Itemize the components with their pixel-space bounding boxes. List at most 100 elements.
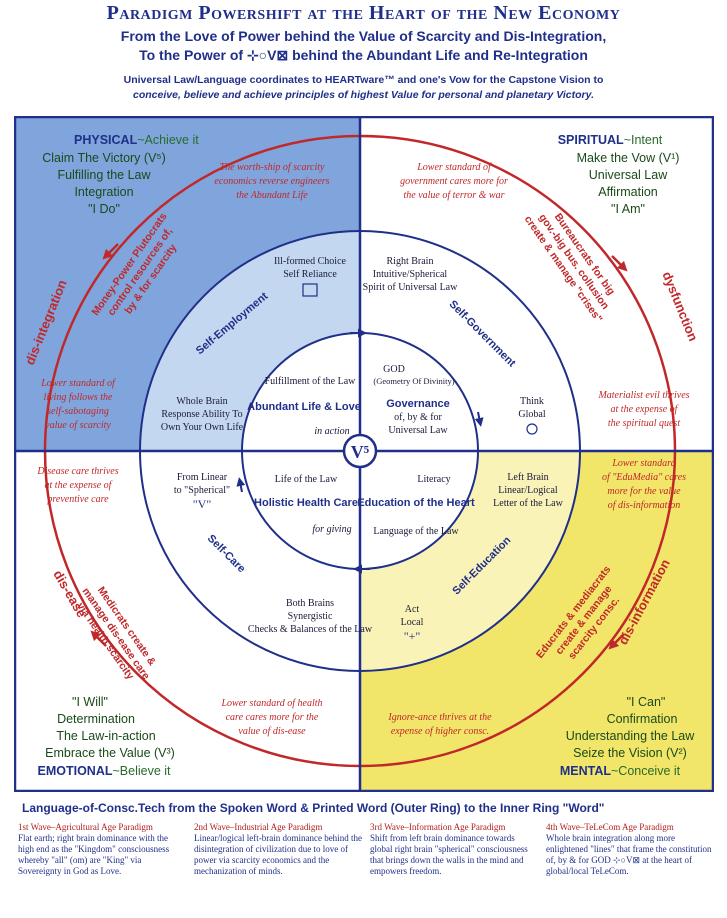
think-global-line-0: Think	[520, 396, 544, 407]
literacy-label: Literacy	[417, 474, 450, 485]
health-care-line-2: value of dis-ease	[238, 726, 306, 737]
wave-2: 2nd Wave–Industrial Age Paradigm Linear/…	[194, 822, 362, 877]
inner-arrow-right	[474, 411, 484, 427]
outer-arrow-sw	[90, 630, 107, 647]
universal-law-line-2: conceive, believe and achieve principles…	[133, 89, 594, 101]
disease-care-line-2: preventive care	[46, 494, 109, 505]
from-linear-symbol: "V"	[193, 497, 212, 511]
mental-line-2: Understanding the Law	[566, 729, 696, 743]
spiritual-heading: SPIRITUAL	[558, 133, 624, 147]
god-label: GOD	[383, 364, 405, 375]
physical-tag: ~Achieve it	[137, 133, 199, 147]
svg-text:EMOTIONAL~Believe it: EMOTIONAL~Believe it	[37, 764, 171, 778]
paradigm-diagram: V⁵ PHYSICAL~Achieve it Claim The Victory…	[14, 116, 714, 792]
spiritual-line-2: Affirmation	[598, 185, 658, 199]
right-brain-line-0: Right Brain	[387, 256, 434, 267]
think-global-line-1: Global	[518, 409, 545, 420]
edumedia-line-1: of "EduMedia" cares	[602, 472, 686, 483]
governance-label: Governance	[386, 398, 450, 410]
svg-text:PHYSICAL~Achieve it: PHYSICAL~Achieve it	[74, 133, 199, 147]
emotional-line-1: Determination	[57, 712, 135, 726]
edumedia-line-3: of dis-information	[608, 500, 681, 511]
center-v5-circle	[342, 433, 378, 469]
wave-3-body: Shift from left brain dominance towards …	[370, 833, 528, 876]
lower-gov-line-1: government cares more for	[400, 176, 508, 187]
materialist-line-0: Materialist evil thrives	[597, 390, 689, 401]
emotional-line-2: The Law-in-action	[56, 729, 155, 743]
ill-formed-line-0: Ill-formed Choice	[274, 256, 346, 267]
left-brain-line-2: Letter of the Law	[493, 498, 563, 509]
spiritual-line-3: "I Am"	[611, 202, 645, 216]
physical-heading: PHYSICAL	[74, 133, 138, 147]
subtitle-line-2: To the Power of ⊹○V⊠ behind the Abundant…	[139, 47, 588, 63]
bottom-title: Language-of-Consc.Tech from the Spoken W…	[22, 801, 605, 815]
health-care-line-1: care cares more for the	[226, 712, 319, 723]
lower-gov-line-0: Lower standard of	[416, 162, 492, 173]
think-global-symbol	[526, 423, 538, 435]
svg-text:MENTAL~Conceive it: MENTAL~Conceive it	[560, 764, 681, 778]
physical-line-2: Integration	[74, 185, 133, 199]
act-local-line-1: Local	[401, 617, 424, 628]
right-brain-line-1: Intuitive/Spherical	[373, 269, 448, 280]
lower-living-line-1: living follows the	[44, 392, 113, 403]
ignore-ance-line-1: expense of higher consc.	[391, 726, 489, 737]
mental-heading: MENTAL	[560, 764, 612, 778]
inner-arrow-left	[236, 477, 246, 493]
outer-arrow-ne	[611, 255, 628, 272]
ill-formed-symbol	[302, 283, 318, 297]
lower-living-line-0: Lower standard of	[40, 378, 116, 389]
ignore-ance-line-0: Ignore-ance thrives at the	[387, 712, 492, 723]
mental-line-0: "I Can"	[627, 695, 666, 709]
spiritual-line-1: Universal Law	[589, 168, 668, 182]
page-title: Paradigm Powershift at the Heart of the …	[106, 2, 621, 24]
edumedia-line-2: more for the value	[607, 486, 681, 497]
lower-living-line-2: self-sabotaging	[47, 406, 109, 417]
disease-care-line-0: Disease care thrives	[36, 466, 118, 477]
wave-4-body: Whole brain integration along more enlig…	[546, 833, 712, 876]
wave-3-title: 3rd Wave–Information Age Paradigm	[370, 822, 506, 832]
svg-text:SPIRITUAL~Intent: SPIRITUAL~Intent	[558, 133, 663, 147]
both-brains-line-1: Synergistic	[288, 611, 333, 622]
emotional-line-0: "I Will"	[72, 695, 108, 709]
from-linear-line-0: From Linear	[177, 472, 228, 483]
fulfillment-label: Fulfillment of the Law	[265, 376, 357, 387]
abundant-in-action: in action	[314, 426, 349, 437]
act-local-line-0: Act	[405, 604, 420, 615]
edumedia-line-0: Lower standard	[611, 458, 676, 469]
materialist-line-1: at the expense of	[611, 404, 679, 415]
god-sub-label: (Geometry Of Divinity)	[373, 376, 454, 386]
ill-formed-line-1: Self Reliance	[283, 269, 337, 280]
whole-brain-line-1: Response Ability To	[161, 409, 242, 420]
health-care-line-0: Lower standard of health	[220, 698, 322, 709]
materialist-line-2: the spiritual quest	[608, 418, 680, 429]
emotional-tag: ~Believe it	[112, 764, 171, 778]
right-brain-line-2: Spirit of Universal Law	[363, 282, 458, 293]
wave-4-title: 4th Wave–TeLeCom Age Paradigm	[546, 822, 674, 832]
worth-ship-line-2: the Abundant Life	[236, 190, 308, 201]
for-giving-label: for giving	[312, 524, 351, 535]
abundant-life-label: Abundant Life & Love	[247, 401, 361, 413]
wave-2-body: Linear/logical left-brain dominance behi…	[194, 833, 362, 876]
life-of-law-label: Life of the Law	[275, 474, 338, 485]
act-local-symbol: "+"	[404, 629, 421, 643]
outer-arrow-se	[608, 633, 625, 650]
center-v5-label: V⁵	[351, 442, 370, 462]
mental-line-3: Seize the Vision (V²)	[573, 746, 687, 760]
worth-ship-line-1: economics reverse engineers	[214, 176, 329, 187]
mental-tag: ~Conceive it	[611, 764, 681, 778]
physical-line-0: Claim The Victory (V⁵)	[42, 151, 166, 165]
from-linear-line-1: to "Spherical"	[174, 485, 230, 496]
diagram-frame	[14, 116, 714, 792]
both-brains-line-0: Both Brains	[286, 598, 334, 609]
holistic-label: Holistic Health Care	[254, 497, 358, 509]
education-label: Education of the Heart	[357, 497, 475, 509]
wave-1-title: 1st Wave–Agricultural Age Paradigm	[18, 822, 153, 832]
universal-law-line-1: Universal Law/Language coordinates to HE…	[123, 74, 604, 86]
mental-line-1: Confirmation	[607, 712, 678, 726]
wave-2-title: 2nd Wave–Industrial Age Paradigm	[194, 822, 323, 832]
spiritual-tag: ~Intent	[624, 133, 663, 147]
worth-ship-line-0: The worth-ship of scarcity	[220, 162, 325, 173]
lower-living-line-3: value of scarcity	[45, 420, 111, 431]
spiritual-line-0: Make the Vow (V¹)	[577, 151, 680, 165]
whole-brain-line-0: Whole Brain	[176, 396, 227, 407]
